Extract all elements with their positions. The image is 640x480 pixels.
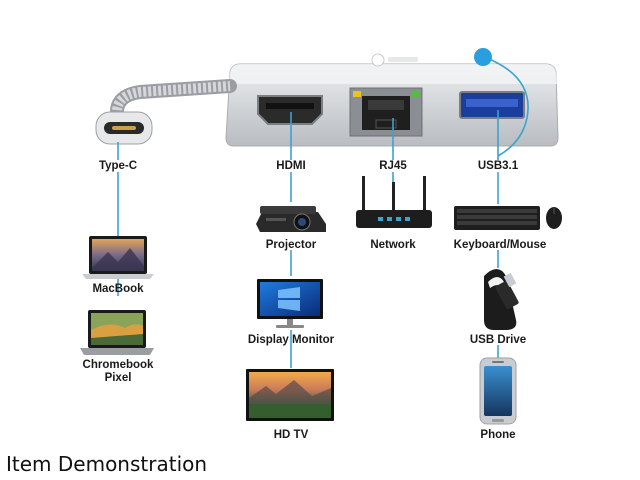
type-c-plug xyxy=(95,111,153,145)
label-type-c: Type-C xyxy=(99,160,137,172)
label-phone: Phone xyxy=(480,429,515,441)
label-pixel: Pixel xyxy=(105,372,132,384)
label-usb: USB3.1 xyxy=(478,160,519,172)
phone-device xyxy=(479,357,517,425)
label-projector: Projector xyxy=(266,239,317,251)
brand-logo xyxy=(371,53,418,67)
connector-lines xyxy=(117,57,529,368)
mouse-device xyxy=(546,207,562,229)
hdmi-port xyxy=(257,95,323,125)
display-monitor xyxy=(257,279,323,328)
caption-title: Item Demonstration xyxy=(6,452,208,476)
label-usb-drive: USB Drive xyxy=(470,334,526,346)
label-keyboard-mouse: Keyboard/Mouse xyxy=(454,239,547,251)
keyboard-device xyxy=(454,206,540,230)
usb-port xyxy=(459,91,525,119)
label-rj45: RJ45 xyxy=(379,160,407,172)
label-display-monitor: Display Monitor xyxy=(248,334,335,346)
usb-c-hub xyxy=(225,53,559,147)
label-hd-tv: HD TV xyxy=(274,429,309,441)
label-macbook: MacBook xyxy=(92,283,144,295)
label-hdmi: HDMI xyxy=(276,160,305,172)
macbook-laptop xyxy=(82,236,154,279)
hd-tv xyxy=(246,369,334,421)
rj45-port xyxy=(349,87,423,137)
label-chromebook: Chromebook xyxy=(83,359,155,371)
indicator-dot xyxy=(474,48,492,66)
usb-drive-device xyxy=(484,269,519,330)
projector-device xyxy=(256,206,326,232)
router-device xyxy=(356,176,432,228)
label-network: Network xyxy=(370,239,416,251)
chromebook-laptop xyxy=(80,310,154,355)
